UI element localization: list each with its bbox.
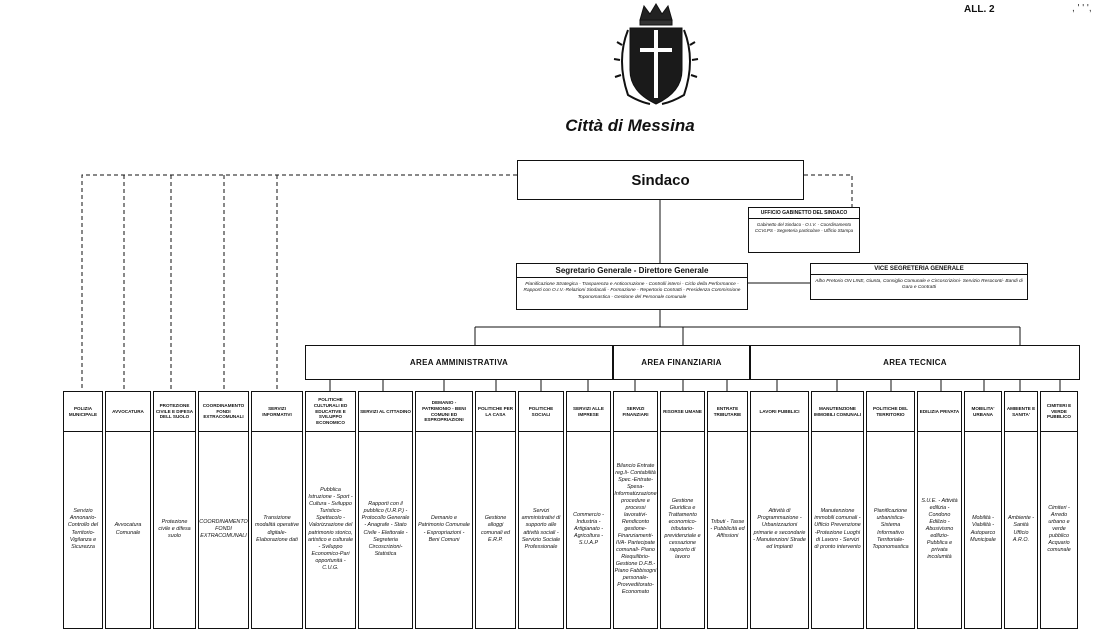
vice-desc: Albo Pretorio ON LINE, Giunta, Consiglio…: [815, 279, 1023, 291]
area-tecnica: AREA TECNICA: [750, 345, 1080, 380]
department-functions: Avvocatura Comunale: [114, 522, 142, 536]
department-column: MOBILITA' URBANA Mobilità - Viabilità -Au…: [964, 391, 1002, 629]
vice-segreteria-box: VICE SEGRETERIA GENERALE Albo Pretorio O…: [810, 263, 1028, 300]
department-column: POLIZIA MUNICIPALE Servizio Annonario- Co…: [63, 391, 103, 629]
department-functions: Commercio - Industria - Artigianato - Ag…: [573, 511, 604, 547]
city-crest-icon: [613, 3, 699, 105]
area-finanziaria: AREA FINANZIARIA: [613, 345, 750, 380]
gabinetto-title: UFFICIO GABINETTO DEL SINDACO: [749, 208, 859, 219]
department-column: CIMITERI E VERDE PUBBLICO Cimiteri - Arre…: [1040, 391, 1078, 629]
gabinetto-box: UFFICIO GABINETTO DEL SINDACO Gabinetto …: [748, 207, 860, 253]
department-title: COORDINAMENTO FONDI EXTRACOMUNALI: [199, 392, 248, 432]
department-column: COORDINAMENTO FONDI EXTRACOMUNALI COORDIN…: [198, 391, 249, 629]
department-title: ENTRATE TRIBUTARIE: [708, 392, 747, 432]
department-functions: Ambiente - Sanità Ufficio A.R.O.: [1007, 515, 1035, 543]
department-functions: Gestione Giuridica e Trattamento economi…: [664, 497, 701, 561]
department-title: MANUTENZIONE IMMOBILI COMUNALI: [812, 392, 863, 432]
department-functions: Pianificazione urbanistica- Sistema Info…: [872, 508, 909, 550]
department-title: AMBIENTE E SANITA': [1005, 392, 1037, 432]
department-column: POLITICHE SOCIALI Servizi amministrativi …: [518, 391, 564, 629]
department-functions: COORDINAMENTO FONDI EXTRACOMUNALI: [199, 518, 248, 539]
department-title: AVVOCATURA: [106, 392, 150, 432]
attachment-label: ALL. 2: [964, 4, 995, 15]
department-functions: Attività di Programmazione - Urbanizzazi…: [753, 508, 806, 550]
department-title: SERVIZI ALLE IMPRESE: [567, 392, 610, 432]
department-column: LAVORI PUBBLICI Attività di Programmazion…: [750, 391, 809, 629]
department-title: POLITICHE DEL TERRITORIO: [867, 392, 914, 432]
department-title: DEMANIO - PATRIMONIO - BENI COMUNI ED ES…: [416, 392, 472, 432]
department-title: CIMITERI E VERDE PUBBLICO: [1041, 392, 1077, 432]
page-title: Città di Messina: [565, 116, 695, 135]
department-functions: Bilancio Entrate reg.li- Contabilità Spe…: [614, 462, 657, 596]
department-column: AMBIENTE E SANITA' Ambiente - Sanità Uffi…: [1004, 391, 1038, 629]
department-column: SERVIZI ALLE IMPRESE Commercio - Industri…: [566, 391, 611, 629]
segretario-desc: Pianificazione Strategica - Trasparenza …: [523, 282, 741, 300]
department-functions: Manutenzione immobili comunali - Ufficio…: [814, 508, 861, 550]
department-column: SERVIZI INFORMATIVI Transizione modalità …: [251, 391, 303, 629]
department-column: SERVIZI FINANZIARI Bilancio Entrate reg.l…: [613, 391, 658, 629]
department-title: EDILIZIA PRIVATA: [918, 392, 961, 432]
department-title: POLITICHE SOCIALI: [519, 392, 563, 432]
gabinetto-desc: Gabinetto del Sindaco - O.I.V. - Coordin…: [754, 222, 854, 233]
department-functions: Transizione modalità operative digitale-…: [254, 515, 300, 543]
department-title: MOBILITA' URBANA: [965, 392, 1001, 432]
scan-marks: , ' ' ',: [1072, 3, 1092, 14]
department-column: AVVOCATURA Avvocatura Comunale: [105, 391, 151, 629]
vice-title: VICE SEGRETERIA GENERALE: [811, 264, 1027, 275]
department-title: POLITICHE CULTURALI ED EDUCATIVE E SVILU…: [306, 392, 355, 432]
department-column: EDILIZIA PRIVATA S.U.E. - Attività ediliz…: [917, 391, 962, 629]
department-column: POLITICHE DEL TERRITORIO Pianificazione u…: [866, 391, 915, 629]
department-functions: Gestione alloggi comunali ed E.R.P.: [480, 515, 511, 543]
department-title: SERVIZI FINANZIARI: [614, 392, 657, 432]
segretario-title: Segretario Generale - Direttore Generale: [517, 264, 747, 278]
department-functions: Rapporti con il pubblico (U.R.P.) - Prot…: [361, 501, 410, 557]
department-title: PROTEZIONE CIVILE E DIFESA DELL SUOLO: [154, 392, 195, 432]
department-column: POLITICHE CULTURALI ED EDUCATIVE E SVILU…: [305, 391, 356, 629]
department-column: MANUTENZIONE IMMOBILI COMUNALI Manutenzio…: [811, 391, 864, 629]
department-column: RISORSE UMANE Gestione Giuridica e Tratta…: [660, 391, 705, 629]
department-functions: Mobilità - Viabilità -Autoparco Municipa…: [970, 515, 996, 543]
department-column: PROTEZIONE CIVILE E DIFESA DELL SUOLO Pro…: [153, 391, 196, 629]
department-title: RISORSE UMANE: [661, 392, 704, 432]
department-title: LAVORI PUBBLICI: [751, 392, 808, 432]
department-functions: Cimiteri - Arredo urbano e verde pubblic…: [1047, 504, 1071, 554]
department-title: SERVIZI AL CITTADINO: [359, 392, 412, 432]
department-functions: Protezione civile e difesa suolo: [158, 518, 191, 539]
department-functions: Servizi amministrativi di supporto alle …: [521, 508, 561, 550]
department-functions: Demanio e Patrimonio Comunale - Espropri…: [418, 515, 470, 543]
department-title: POLIZIA MUNICIPALE: [64, 392, 102, 432]
department-column: POLITICHE PER LA CASA Gestione alloggi co…: [475, 391, 516, 629]
segretario-box: Segretario Generale - Direttore Generale…: [516, 263, 748, 310]
department-column: DEMANIO - PATRIMONIO - BENI COMUNI ED ES…: [415, 391, 473, 629]
department-functions: Tributi - Tasse - Pubblicità ed Affissio…: [710, 518, 745, 539]
department-column: SERVIZI AL CITTADINO Rapporti con il pubb…: [358, 391, 413, 629]
area-amministrativa: AREA AMMINISTRATIVA: [305, 345, 613, 380]
department-title: SERVIZI INFORMATIVI: [252, 392, 302, 432]
sindaco-box: Sindaco: [517, 160, 804, 200]
department-title: POLITICHE PER LA CASA: [476, 392, 515, 432]
department-functions: S.U.E. - Attività edilizia - Condono Edi…: [921, 497, 958, 561]
department-functions: Pubblica Istruzione - Sport - Cultura - …: [308, 487, 353, 571]
department-column: ENTRATE TRIBUTARIE Tributi - Tasse - Pubb…: [707, 391, 748, 629]
department-functions: Servizio Annonario- Controllo del Territ…: [67, 508, 99, 550]
